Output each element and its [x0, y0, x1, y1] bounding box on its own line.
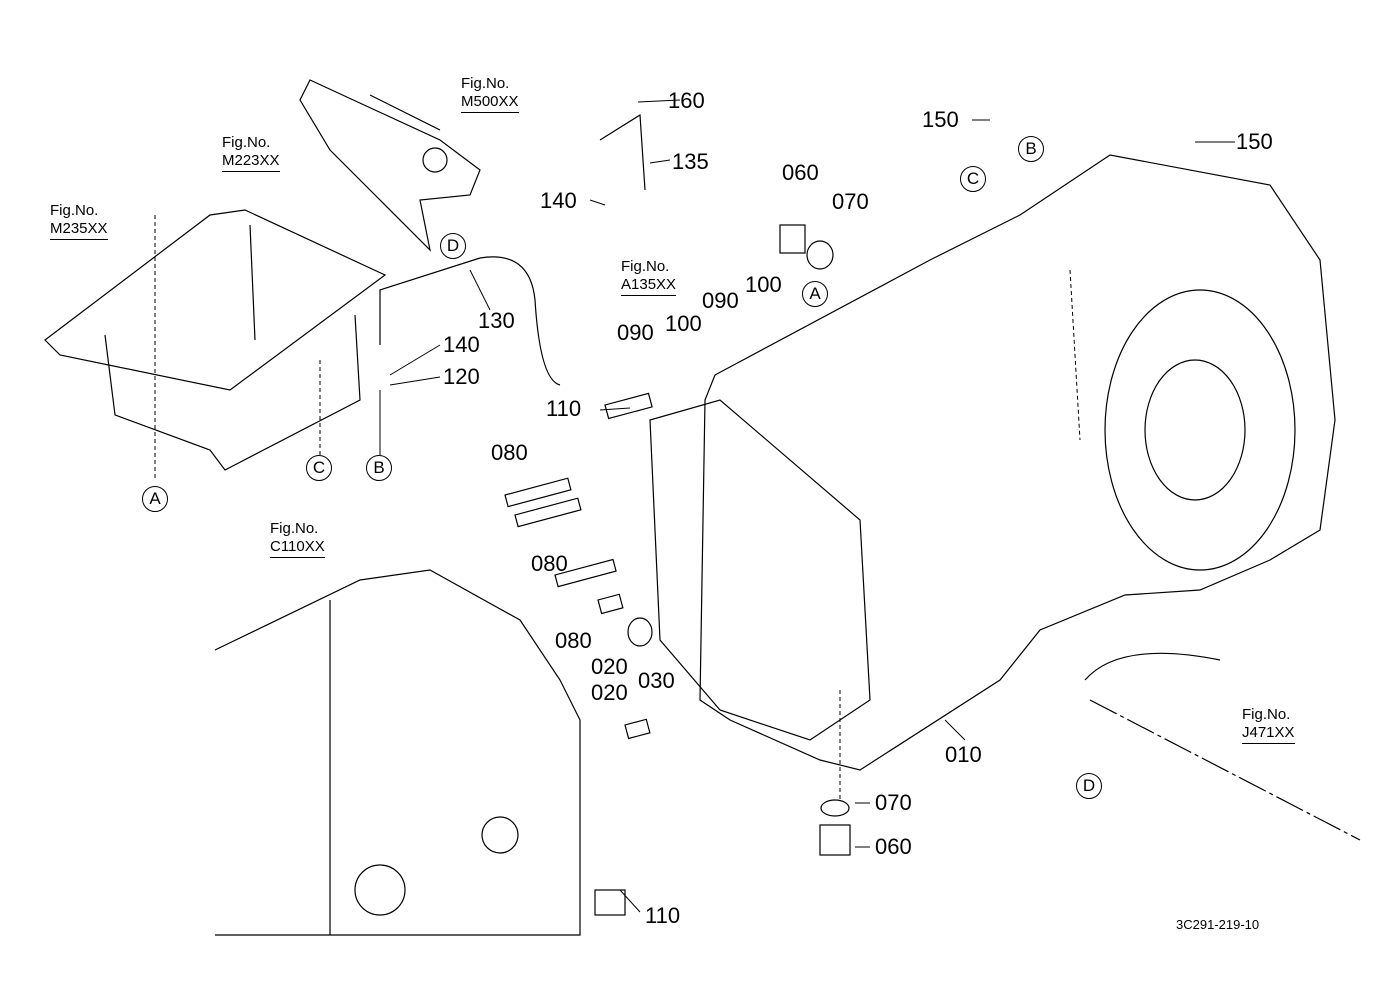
- part-label-020[interactable]: 020: [591, 680, 628, 705]
- ref-marker-a: A: [802, 281, 828, 307]
- fig-code: M235XX: [50, 220, 108, 240]
- fig-ref-a135xx[interactable]: Fig.No.A135XX: [621, 258, 677, 296]
- document-id: 3C291-219-10: [1176, 917, 1260, 932]
- part-label-110[interactable]: 110: [546, 396, 582, 421]
- pipe-130: [379, 257, 481, 345]
- ref-marker-d: D: [1076, 773, 1102, 799]
- ref-marker-b: B: [1018, 136, 1044, 162]
- part-label-030[interactable]: 030: [638, 668, 675, 693]
- ref-marker-c: C: [960, 166, 986, 192]
- part-label-140[interactable]: 140: [540, 188, 577, 213]
- fig-code: C110XX: [270, 538, 325, 558]
- fig-ref-c110xx[interactable]: Fig.No.C110XX: [270, 520, 325, 558]
- fig-ref-m235xx[interactable]: Fig.No.M235XX: [50, 202, 108, 240]
- ref-marker-a: A: [142, 486, 168, 512]
- cable-centerline: [1089, 699, 1361, 841]
- ref-marker-b: B: [366, 455, 392, 481]
- part-label-060[interactable]: 060: [782, 160, 819, 185]
- pipe-135: [599, 113, 646, 191]
- front-housing-outline: [214, 569, 581, 936]
- fig-label: Fig.No.: [621, 258, 670, 275]
- part-label-100[interactable]: 100: [665, 311, 702, 336]
- hose-line: [479, 256, 561, 386]
- leader-lines: [154, 99, 1235, 913]
- part-label-080[interactable]: 080: [555, 628, 592, 653]
- fig-code: J471XX: [1242, 724, 1295, 744]
- fig-ref-j471xx[interactable]: Fig.No.J471XX: [1242, 706, 1295, 744]
- fig-code: M223XX: [222, 152, 280, 172]
- fig-label: Fig.No.: [1242, 706, 1291, 723]
- part-label-070[interactable]: 070: [832, 189, 869, 214]
- part-label-060[interactable]: 060: [875, 834, 912, 859]
- tank-outline: [44, 209, 387, 471]
- transmission-case-outline: [649, 154, 1336, 771]
- part-label-140[interactable]: 140: [443, 332, 480, 357]
- ref-marker-c: C: [306, 455, 332, 481]
- fig-ref-m500xx[interactable]: Fig.No.M500XX: [461, 75, 519, 113]
- cable-line: [1084, 652, 1221, 681]
- bracket-outline: [299, 79, 481, 252]
- part-label-020[interactable]: 020: [591, 654, 628, 679]
- fig-label: Fig.No.: [222, 134, 271, 151]
- fig-ref-m223xx[interactable]: Fig.No.M223XX: [222, 134, 280, 172]
- part-label-090[interactable]: 090: [617, 320, 654, 345]
- part-label-160[interactable]: 160: [668, 88, 705, 113]
- part-label-010[interactable]: 010: [945, 742, 982, 767]
- part-label-130[interactable]: 130: [478, 308, 515, 333]
- fig-code: A135XX: [621, 276, 677, 296]
- part-label-070[interactable]: 070: [875, 790, 912, 815]
- part-label-110[interactable]: 110: [645, 903, 681, 928]
- ref-marker-d: D: [440, 233, 466, 259]
- part-label-150[interactable]: 150: [1236, 129, 1273, 154]
- part-label-100[interactable]: 100: [745, 272, 782, 297]
- stud-parts: [504, 224, 851, 916]
- part-label-135[interactable]: 135: [672, 149, 709, 174]
- fig-label: Fig.No.: [461, 75, 510, 92]
- part-label-080[interactable]: 080: [531, 551, 568, 576]
- fig-label: Fig.No.: [50, 202, 99, 219]
- part-label-090[interactable]: 090: [702, 288, 739, 313]
- part-label-080[interactable]: 080: [491, 440, 528, 465]
- part-label-150[interactable]: 150: [922, 107, 959, 132]
- fig-code: M500XX: [461, 93, 519, 113]
- part-label-120[interactable]: 120: [443, 364, 480, 389]
- fig-label: Fig.No.: [270, 520, 319, 537]
